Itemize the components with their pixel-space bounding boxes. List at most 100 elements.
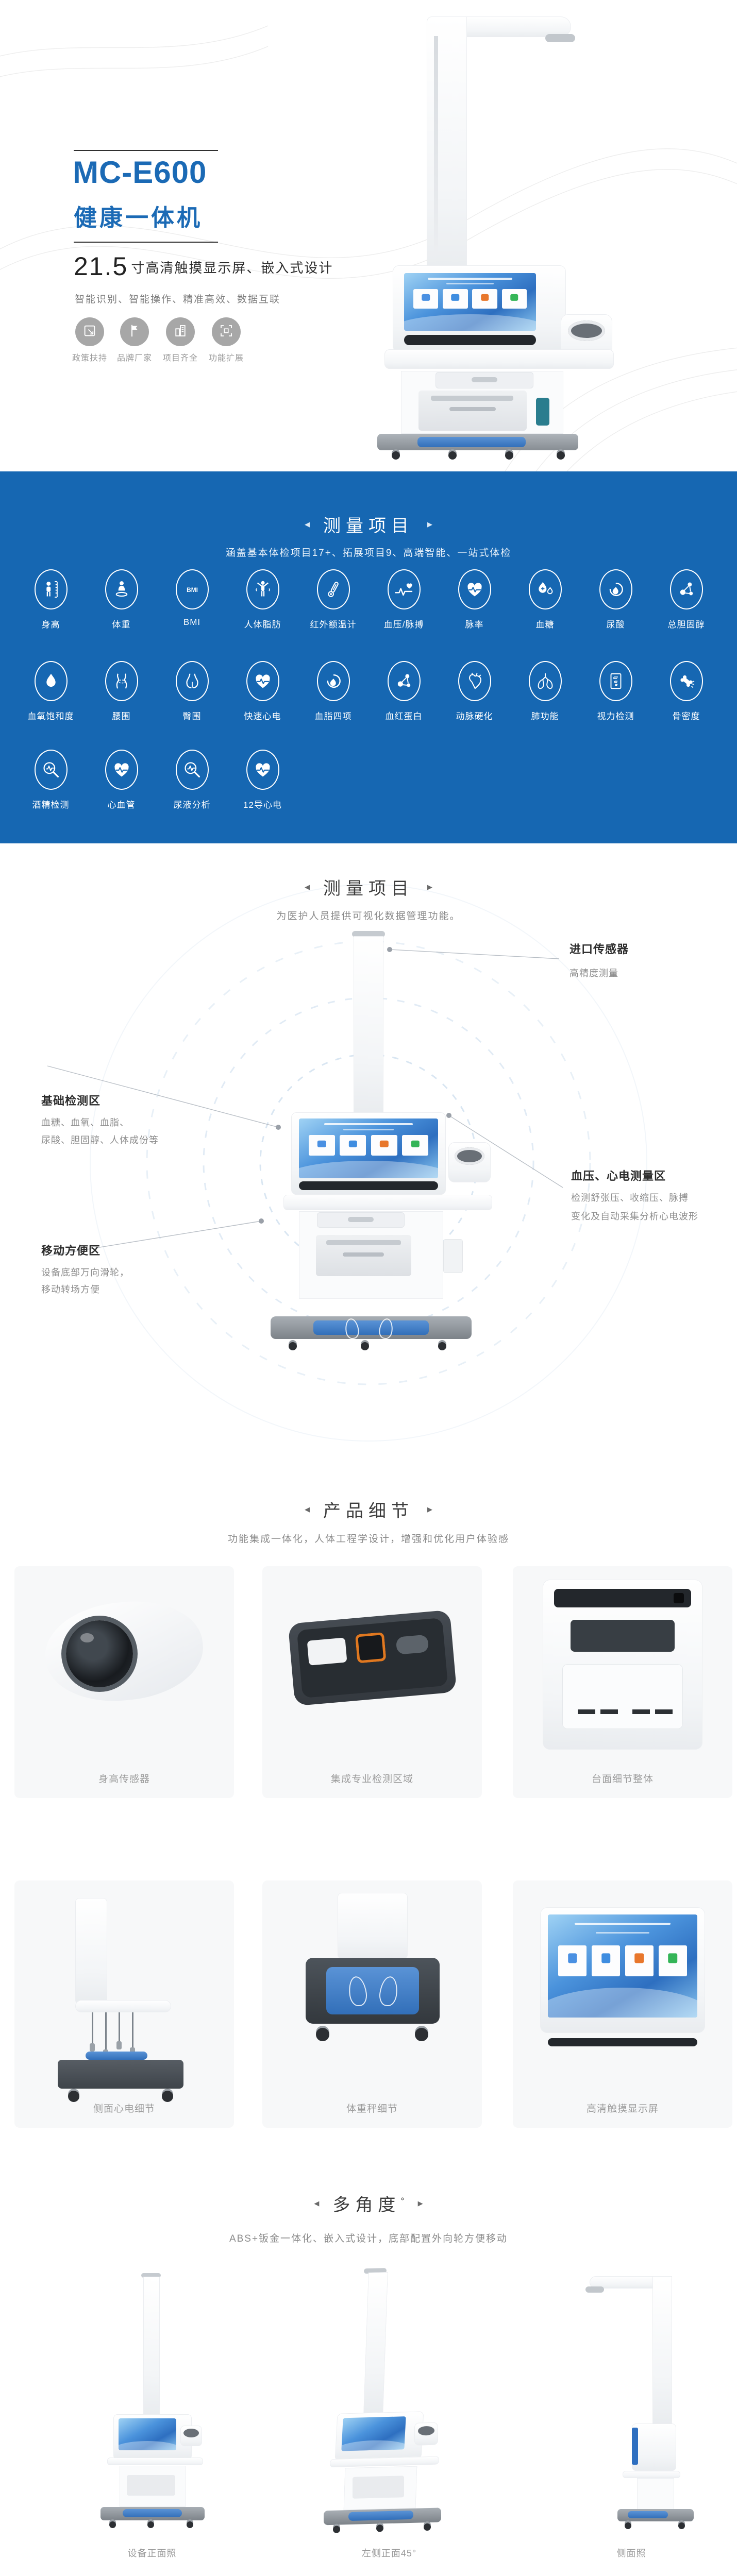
right-arrow-icon: ▶ <box>427 520 432 529</box>
usb-dongle <box>536 398 549 426</box>
tray-device-gray <box>395 1634 429 1655</box>
ecg-clip <box>90 2043 95 2052</box>
bone-density-icon <box>669 661 703 701</box>
blood-pressure-pulse-icon <box>387 569 421 609</box>
blood-lipids-icon <box>316 661 350 701</box>
measure-item: 血脂四项 <box>298 661 368 722</box>
measure-item: 动脉硬化 <box>439 661 510 722</box>
touch-screen <box>404 273 536 331</box>
touch-screen <box>119 2418 176 2450</box>
product-model: MC-E600 <box>73 155 207 190</box>
measure-item: 红外额温计 <box>298 569 368 630</box>
lung-function-icon <box>528 661 562 701</box>
callout-bp-line2: 变化及自动采集分析心电波形 <box>571 1211 698 1222</box>
hero-product-image <box>320 5 629 464</box>
angle-caption-front: 设备正面照 <box>127 2548 177 2558</box>
ecg-cable <box>92 2012 93 2044</box>
touch-screen-large <box>548 1914 697 2018</box>
caster-wheel <box>392 451 400 460</box>
printer-back <box>562 1664 683 1729</box>
overview-section-title: ◀测量项目▶ <box>305 879 432 899</box>
callout-sensor-title: 进口传感器 <box>569 943 629 956</box>
sensor-lens <box>66 1620 133 1687</box>
screen-edge <box>632 2428 638 2465</box>
badge-function-expansion: 功能扩展 <box>202 317 251 363</box>
measure-item: 臀围 <box>157 661 227 722</box>
hemoglobin-icon <box>387 661 421 701</box>
overview-section-subtitle: 为医护人员提供可视化数据管理功能。 <box>276 911 461 922</box>
screen-back <box>554 1589 691 1607</box>
callout-basic-line1: 血糖、血氧、血脂、 <box>41 1117 129 1128</box>
measure-section-title: ◀测量项目▶ <box>305 516 432 536</box>
caster-wheel <box>289 1342 297 1350</box>
measure-item: 快速心电 <box>227 661 298 722</box>
printer <box>127 2475 175 2496</box>
function-expansion-icon <box>219 323 234 341</box>
cuff-opening <box>455 1147 484 1165</box>
pulse-rate-icon <box>458 569 491 609</box>
measure-item: 体重 <box>86 569 157 630</box>
measure-item: 视力检测 <box>580 661 651 722</box>
printer <box>353 2476 404 2499</box>
detail-caption: 侧面心电细节 <box>93 2104 155 2114</box>
caster-wheel <box>361 1342 369 1350</box>
detail-caption: 台面细节整体 <box>591 1774 654 1785</box>
id-reader-strip <box>404 335 536 345</box>
uric-acid-icon <box>599 569 632 609</box>
detail-card-test-area: 集成专业检测区域 <box>262 1566 482 1798</box>
drawer <box>317 1212 405 1228</box>
detail-card-touchscreen: 高清触摸显示屏 <box>513 1880 732 2128</box>
cabinet-front <box>338 1893 408 1959</box>
infrared-thermometer-icon <box>316 569 350 609</box>
ecg-12-lead-icon <box>246 750 279 790</box>
measure-section-subtitle: 涵盖基本体检项目17+、拓展项目9、高端智能、一站式体检 <box>225 548 512 558</box>
angles-section-title: ◀多角度°▶ <box>314 2195 423 2215</box>
caster-wheel <box>187 2521 193 2528</box>
left-arrow-icon: ◀ <box>305 520 310 529</box>
measure-item: 血氧饱和度 <box>15 661 86 722</box>
measure-item: 身高 <box>15 569 86 630</box>
cuff-opening <box>568 320 605 341</box>
overview-section: ◀测量项目▶ 为医护人员提供可视化数据管理功能。 进口传感器 高精度测量 基础检… <box>0 843 737 1443</box>
id-reader-strip <box>299 1181 438 1190</box>
caster-wheel <box>415 2028 428 2041</box>
caster-wheel <box>505 451 513 460</box>
headline-number: 21.5 <box>74 252 128 281</box>
measure-item: 总胆固醇 <box>651 569 722 630</box>
ecg-cable <box>105 2012 107 2050</box>
callout-mobile-title: 移动方便区 <box>41 1244 101 1257</box>
scale-mat <box>326 1967 419 2014</box>
caster-wheel <box>316 2028 329 2041</box>
detail-card-scale: 体重秤细节 <box>262 1880 482 2128</box>
weight-scale-mat <box>417 437 526 447</box>
caster-wheel <box>438 1342 446 1350</box>
badge-label: 品牌厂家 <box>116 354 152 363</box>
main-body-side <box>632 2424 676 2471</box>
touch-screen <box>299 1118 438 1178</box>
angle-caption-45: 左侧正面45° <box>361 2548 417 2558</box>
device-tray <box>288 1609 457 1706</box>
angles-section: ◀多角度°▶ ABS+钣金一体化、嵌入式设计，底部配置外向轮方便移动 <box>0 2159 737 2576</box>
alcohol-test-icon <box>34 750 68 790</box>
caster-wheel <box>678 2522 685 2529</box>
right-arrow-icon: ▶ <box>417 2199 423 2208</box>
lens-highlight <box>80 1633 94 1642</box>
detail-card-height-sensor: 身高传感器 <box>14 1566 234 1798</box>
caster-wheel <box>424 2523 431 2531</box>
lower-cabinet <box>637 2478 674 2510</box>
measure-item: 肺功能 <box>510 661 580 722</box>
callout-sensor-desc: 高精度测量 <box>569 968 618 978</box>
ecg-cable <box>119 2012 120 2042</box>
measure-item: 酒精检测 <box>15 750 86 810</box>
caster-wheel <box>376 2524 383 2532</box>
side-base <box>58 2060 183 2089</box>
caster-wheel <box>625 2522 631 2529</box>
badge-label: 功能扩展 <box>208 354 244 363</box>
degree-mark: ° <box>400 2196 405 2207</box>
policy-support-icon <box>82 323 97 341</box>
caster-wheel <box>557 451 565 460</box>
bmi-icon <box>175 569 209 609</box>
detail-caption: 体重秤细节 <box>346 2104 398 2114</box>
measure-item: 尿液分析 <box>157 750 227 810</box>
hero-headline: 21.5 寸高清触摸显示屏、嵌入式设计 <box>74 253 333 279</box>
